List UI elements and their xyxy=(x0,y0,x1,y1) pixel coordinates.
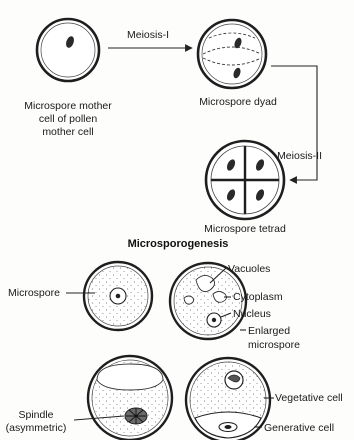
dyad-cell xyxy=(198,20,266,88)
tetrad-cell xyxy=(206,141,284,219)
spindle-shape xyxy=(125,408,147,424)
mother-cell-label-2: cell of pollen xyxy=(39,113,98,125)
spindle-stage-cell xyxy=(88,356,172,440)
tetrad-label: Microspore tetrad xyxy=(204,223,286,235)
meiosis-1-label: Meiosis-I xyxy=(127,29,169,41)
large-vacuole xyxy=(97,364,163,390)
microspore-label: Microspore xyxy=(8,287,60,299)
meiosis-2-label: Meiosis-II xyxy=(277,150,322,162)
mother-cell xyxy=(37,19,99,81)
microspore-nucleolus xyxy=(116,294,121,299)
vegetative-nucleus xyxy=(225,371,243,389)
generative-label: Generative cell xyxy=(264,422,334,434)
microspore-cell xyxy=(84,262,152,330)
pollen-grain-cell xyxy=(186,358,270,440)
dyad-label: Microspore dyad xyxy=(199,96,277,108)
enlarged-label-2: microspore xyxy=(248,339,300,351)
mother-cell-label-3: mother cell xyxy=(42,126,93,138)
vegetative-label: Vegetative cell xyxy=(275,392,343,404)
vacuoles-label: Vacuoles xyxy=(228,263,270,275)
cytoplasm-label: Cytoplasm xyxy=(233,291,283,303)
enlarged-label-1: Enlarged xyxy=(248,325,290,337)
mother-cell-label-1: Microspore mother xyxy=(24,100,112,112)
spindle-label-1: Spindle xyxy=(18,409,53,421)
nucleus-label: Nucleus xyxy=(233,308,271,320)
vacuole-3 xyxy=(184,296,194,304)
spindle-label-2: (asymmetric) xyxy=(6,422,67,434)
figure-title: Microsporogenesis xyxy=(128,238,229,250)
